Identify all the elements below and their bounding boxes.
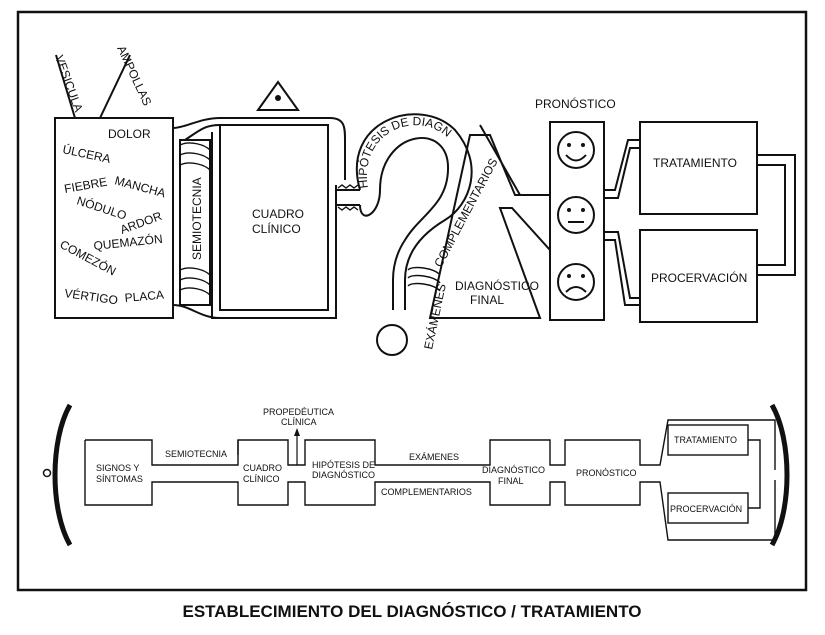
- bottom-complementarios-label: COMPLEMENTARIOS: [381, 487, 472, 497]
- diag-final-line1: DIAGNÓSTICO: [455, 278, 539, 293]
- symptom-box: [54, 117, 174, 319]
- propedeutica-arrowhead: [294, 428, 300, 436]
- bottom-signos-line2: SÍNTOMAS: [96, 474, 143, 484]
- left-parenthesis: [52, 403, 73, 547]
- cuadro-clinico-line2: CLÍNICO: [252, 221, 301, 236]
- symptom-word: VÉRTIGO: [64, 285, 119, 307]
- bottom-propedeutica-line1: PROPEDÉUTICA: [263, 407, 334, 417]
- bottom-signos-line1: SIGNOS Y: [96, 463, 139, 473]
- connector-zigzag: [337, 184, 359, 211]
- tratamiento-box: [639, 121, 758, 215]
- bottom-procervacion-label: PROCERVACIÓN: [670, 504, 742, 514]
- semiotecnia-tube-inner: [184, 124, 221, 141]
- treatment-loop: [757, 154, 796, 276]
- bottom-cuadro-line1: CUADRO: [243, 463, 282, 473]
- hourglass-upper: [479, 124, 550, 196]
- right-parenthesis: [769, 403, 790, 547]
- symptom-word: QUEMAZÓN: [93, 231, 164, 253]
- cuadro-clinico-outline: [211, 132, 337, 319]
- bottom-flow-lower: [84, 440, 776, 541]
- symptom-word: VESICULA: [52, 53, 85, 114]
- bottom-flow-misc: [237, 440, 239, 455]
- bottom-hipotesis-line1: HIPÓTESIS DE: [312, 460, 375, 470]
- symptom-word: ÚLCERA: [61, 141, 112, 166]
- symptom-word: FIEBRE: [63, 175, 108, 196]
- bottom-examenes-label: EXÁMENES: [409, 452, 459, 462]
- symptom-word: NÓDULO: [75, 193, 128, 223]
- semiotecnia-channel: [179, 139, 211, 306]
- complementarios-label: COMPLEMENTARIOS: [431, 156, 500, 270]
- bottom-semiotecnia-label: SEMIOTECNIA: [165, 449, 227, 459]
- bottom-diag-line2: FINAL: [498, 476, 524, 486]
- symptom-word: DOLOR: [108, 127, 151, 141]
- cuadro-clinico-box: [219, 124, 329, 311]
- tratamiento-label: TRATAMIENTO: [653, 156, 737, 170]
- bottom-tratamiento-label: TRATAMIENTO: [674, 435, 737, 445]
- start-dot: [42, 468, 52, 478]
- bottom-diag-line1: DIAGNÓSTICO: [482, 465, 545, 475]
- bottom-cuadro-line2: CLÍNICO: [243, 474, 280, 484]
- bottom-pronostico-label: PRONÓSTICO: [576, 468, 637, 478]
- symptom-word: MANCHA: [113, 173, 167, 200]
- connector-procervacion: [604, 231, 640, 306]
- page-title: ESTABLECIMIENTO DEL DIAGNÓSTICO / TRATAM…: [182, 602, 641, 621]
- cuadro-clinico-line1: CUADRO: [252, 207, 304, 221]
- connector-to-question: [336, 189, 360, 206]
- procervacion-label: PROCERVACIÓN: [651, 270, 747, 285]
- sad-face-icon: [557, 263, 595, 301]
- pronostico-label: PRONÓSTICO: [535, 96, 616, 111]
- connector-tratamiento: [604, 139, 640, 199]
- bottom-tratamiento-box: [667, 424, 749, 456]
- outer-frame: [16, 10, 808, 592]
- bottom-hipotesis-line2: DIAGNÓSTICO: [312, 470, 375, 480]
- bottom-propedeutica-line2: CLÍNICA: [281, 417, 317, 427]
- semiotecnia-label: SEMIOTECNIA: [190, 177, 204, 260]
- question-mark-inner: [359, 136, 450, 281]
- diag-final-line2: FINAL: [470, 293, 504, 307]
- procervacion-box: [639, 229, 758, 323]
- bottom-treatment-loop: [748, 439, 761, 509]
- semiotecnia-tube-top: [172, 117, 346, 180]
- eye-pupil: [275, 95, 281, 101]
- question-mark-stem: [392, 280, 406, 310]
- semiotecnia-rings: [179, 142, 211, 296]
- symptom-word: PLACA: [124, 288, 164, 305]
- symptom-words: VESICULA AMPOLLAS DOLOR ÚLCERA FIEBRE MA…: [52, 43, 167, 307]
- bottom-procervacion-box: [667, 492, 749, 524]
- happy-face-icon: [557, 131, 595, 169]
- question-mark-dot: [376, 324, 408, 356]
- question-mark-outer: [355, 113, 473, 281]
- examenes-label: EXÁMENES: [420, 282, 449, 350]
- neutral-face-icon: [557, 196, 595, 234]
